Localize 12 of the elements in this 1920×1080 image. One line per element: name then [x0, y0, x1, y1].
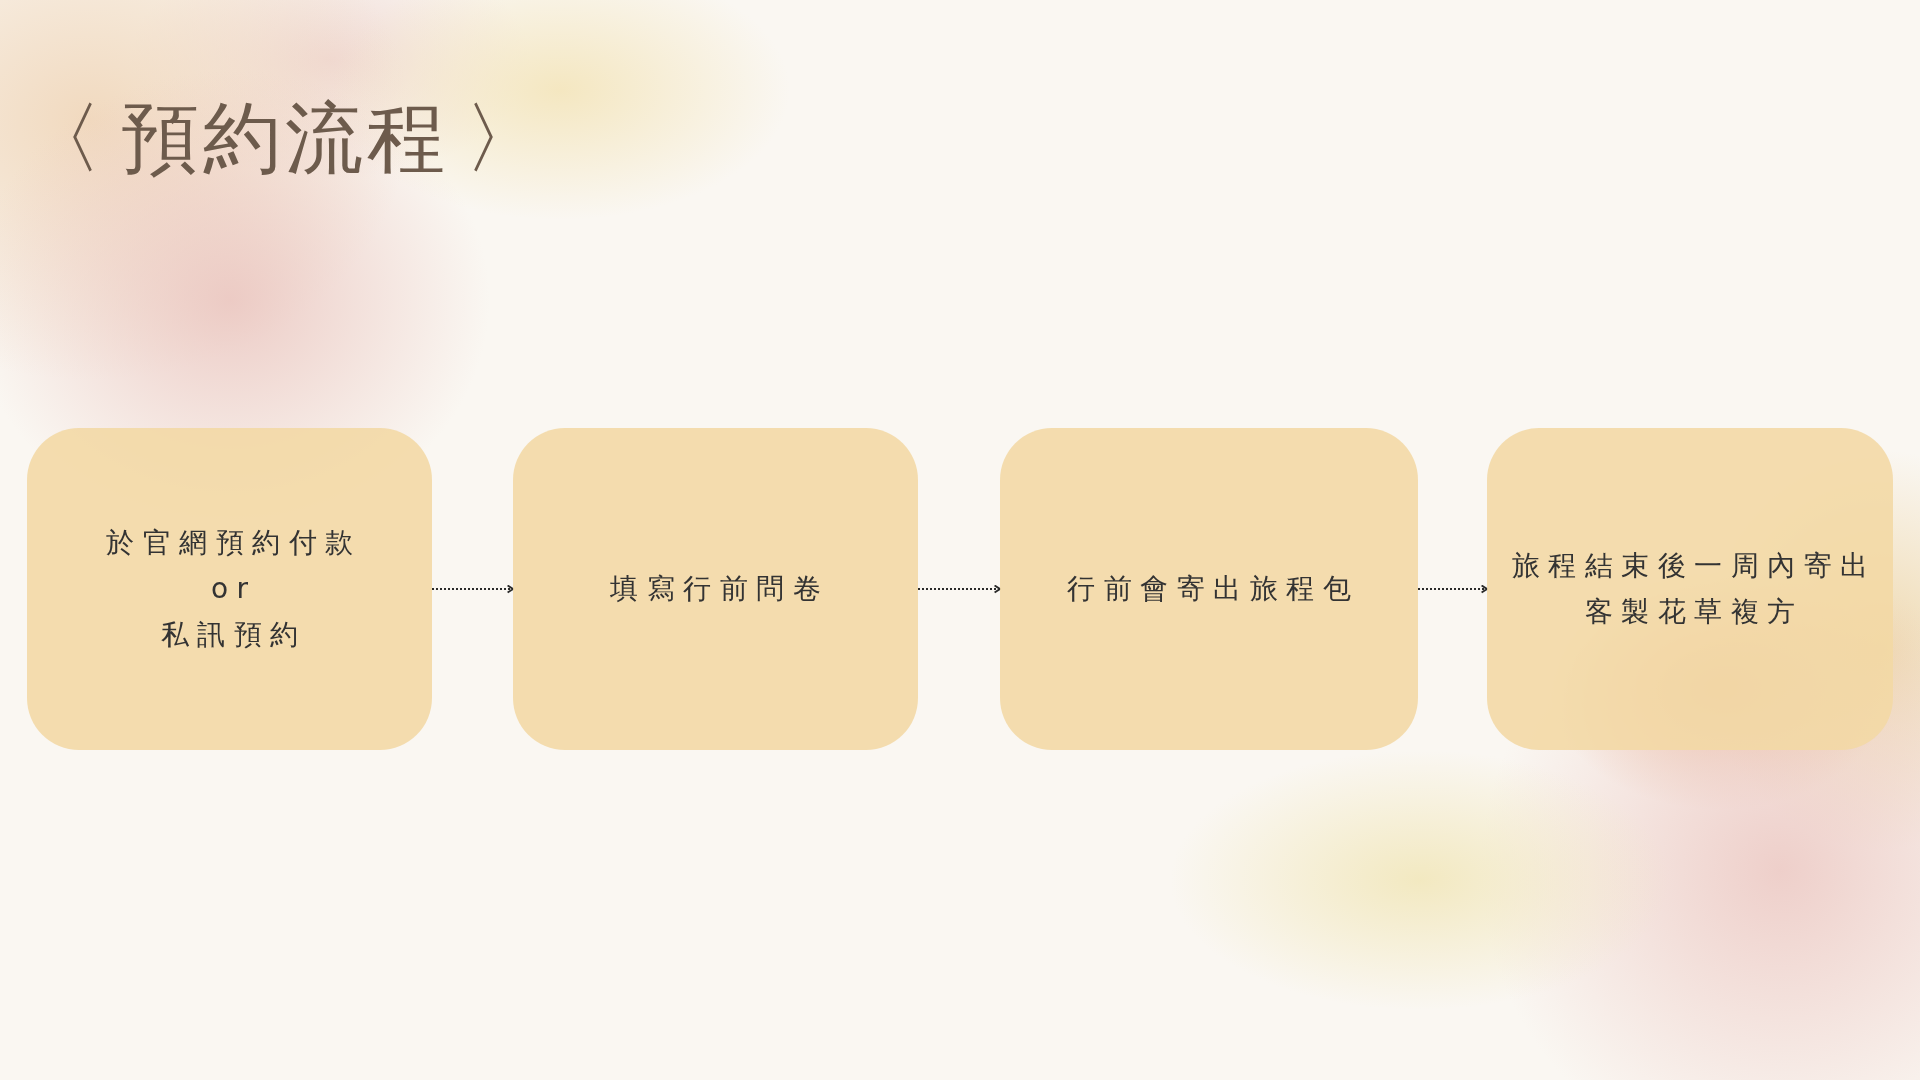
- arrow: [917, 584, 1001, 594]
- arrow: [431, 584, 514, 594]
- process-box: [27, 428, 432, 750]
- step-text: 行前會寄出旅程包: [1066, 571, 1360, 607]
- arrow: [1417, 584, 1488, 594]
- process-box: [1487, 428, 1893, 750]
- step-text: 填寫行前問卷: [609, 571, 830, 607]
- title: 〈 預約流程 〉: [24, 92, 546, 185]
- process-box: [513, 428, 918, 750]
- step-text: 旅程結束後一周內寄出客製花草複方: [1510, 548, 1878, 630]
- process-box: [1000, 428, 1418, 750]
- step-text: 於官網預約付款 or 私訊預約: [105, 525, 362, 653]
